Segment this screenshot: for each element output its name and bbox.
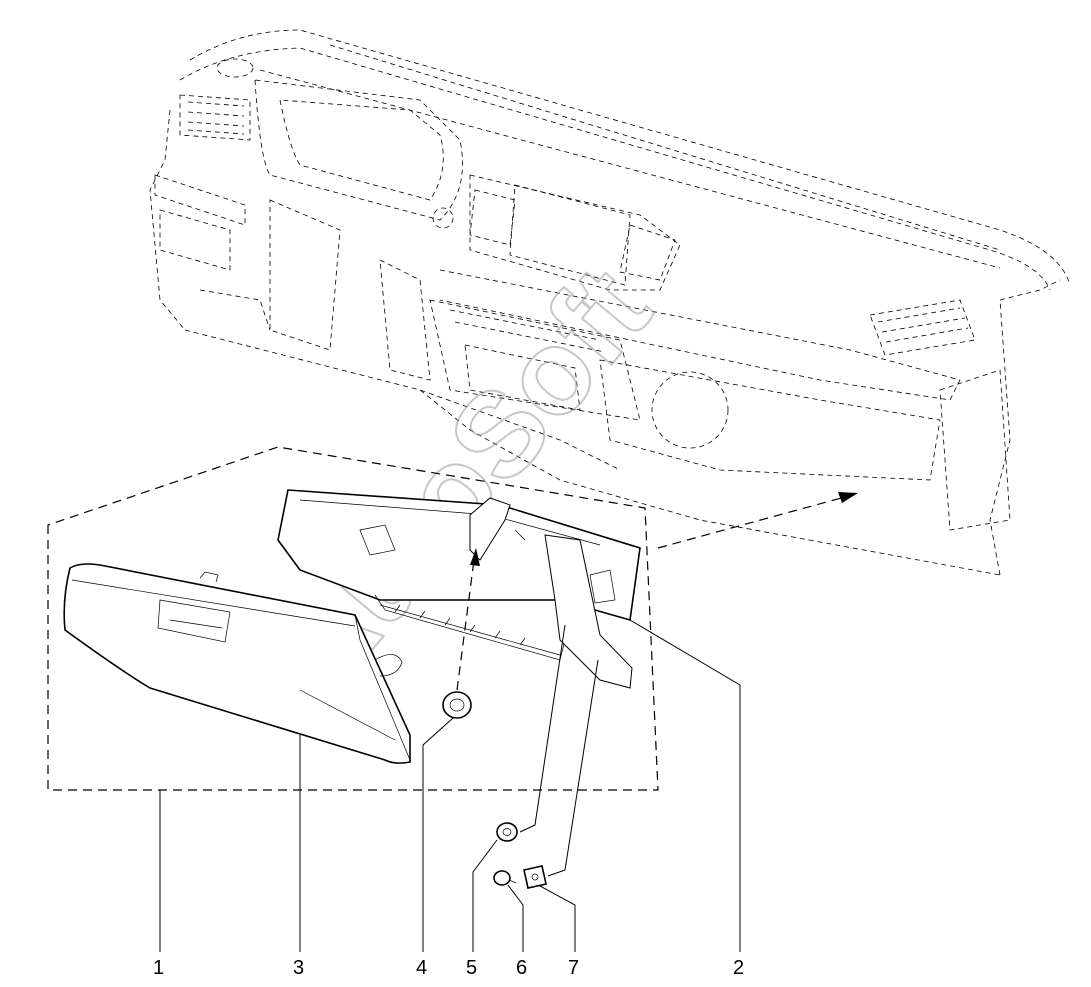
callout-3: 3	[293, 957, 304, 979]
nut-part-7	[523, 865, 547, 889]
callout-2: 2	[733, 957, 744, 979]
clip-install-arrow	[456, 559, 475, 691]
glove-box-bin	[277, 489, 641, 689]
leader-lines	[159, 619, 741, 952]
glove-box-door	[63, 563, 411, 764]
callout-1: 1	[153, 957, 164, 979]
dashboard-assembly	[149, 29, 1071, 576]
callout-4: 4	[416, 957, 427, 979]
screw-part-5	[496, 822, 518, 842]
callout-6: 6	[516, 957, 527, 979]
installation-arrow-head	[838, 492, 858, 503]
callout-labels: 1 3 4 5 6 7 2	[153, 957, 744, 979]
clip-install-arrow-head	[470, 548, 480, 566]
clip-part-4	[442, 691, 472, 719]
installation-arrow	[657, 496, 846, 549]
callout-7: 7	[568, 957, 579, 979]
screw-part-6	[493, 870, 517, 886]
callout-5: 5	[466, 957, 477, 979]
